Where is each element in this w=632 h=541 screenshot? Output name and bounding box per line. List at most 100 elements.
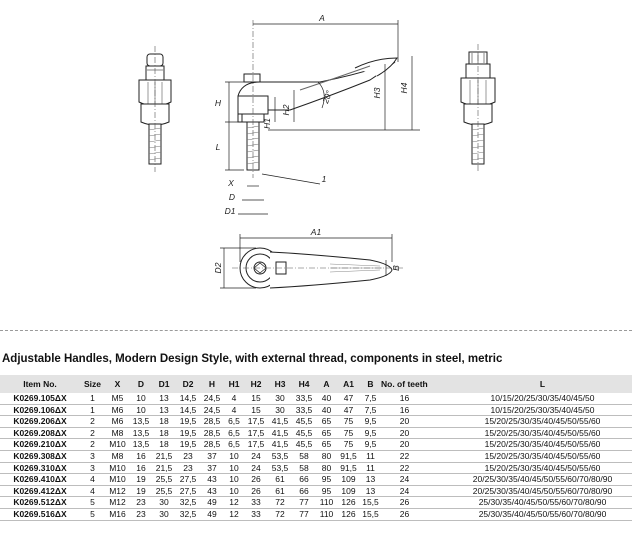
table-cell: 32,5	[179, 497, 197, 508]
table-cell: 6,5	[228, 427, 240, 438]
table-cell: 16	[399, 393, 410, 403]
top-view-dimensions	[220, 234, 393, 289]
table-cell: 18	[159, 427, 169, 438]
table-cell: 80	[321, 450, 332, 461]
table-cell: 43	[207, 474, 217, 485]
table-cell: 10	[229, 450, 239, 461]
table-cell: 6,5	[228, 439, 240, 450]
table-cell: 23	[183, 462, 193, 473]
table-cell: 18	[159, 439, 169, 450]
table-cell: 77	[299, 508, 309, 519]
table-cell: 25,5	[155, 474, 173, 485]
table-cell: 12	[229, 508, 239, 519]
table-cell: 95	[321, 485, 332, 496]
table-cell: 22	[399, 450, 410, 461]
table-cell: M6	[111, 416, 124, 427]
table-cell: 13	[159, 393, 169, 403]
table-cell: 25,5	[155, 485, 173, 496]
column-header: D1	[152, 375, 176, 393]
table-cell: 28,5	[203, 439, 221, 450]
table-cell: 126	[341, 497, 356, 508]
table-cell: M6	[111, 404, 124, 415]
table-cell: 10/15/20/25/30/35/40/45/50	[490, 393, 595, 403]
table-cell: M8	[111, 427, 124, 438]
table-cell: M5	[111, 393, 124, 403]
table-cell: 53,5	[271, 450, 289, 461]
table-cell: M10	[109, 462, 126, 473]
table-cell: 26	[399, 497, 410, 508]
table-cell: 91,5	[340, 462, 357, 473]
table-cell: 15,5	[362, 508, 379, 519]
section-divider	[0, 330, 632, 331]
table-cell: 49	[207, 508, 217, 519]
table-cell: 24	[251, 450, 261, 461]
table-cell: 15	[251, 393, 261, 403]
table-cell: 110	[319, 508, 334, 519]
table-cell: 21,5	[155, 462, 173, 473]
table-cell: 33	[251, 497, 261, 508]
table-cell: 28,5	[203, 427, 221, 438]
table-cell: 17,5	[247, 439, 265, 450]
dim-label-h3: H3	[372, 87, 382, 98]
table-cell: 14,5	[179, 404, 197, 415]
table-cell: 30	[159, 497, 169, 508]
table-cell: 75	[343, 427, 354, 438]
table-cell: 20	[399, 427, 410, 438]
table-cell: 1	[90, 404, 95, 415]
dim-label-h2: H2	[281, 104, 291, 115]
table-cell: 40	[321, 404, 332, 415]
table-cell: 61	[275, 485, 285, 496]
table-cell: 22	[399, 462, 410, 473]
dim-label-h1: H1	[262, 118, 272, 129]
table-cell: 20/25/30/35/40/45/50/55/60/70/80/90	[472, 485, 613, 496]
table-cell: 10	[229, 474, 239, 485]
table-cell: 65	[321, 439, 332, 450]
table-cell: 9,5	[364, 427, 377, 438]
right-side-view	[460, 44, 496, 172]
column-header: H3	[268, 375, 292, 393]
table-cell: 37	[207, 462, 217, 473]
dim-label-x: X	[227, 178, 234, 188]
column-header: A1	[337, 375, 360, 393]
table-cell: M10	[109, 474, 126, 485]
table-cell: 13,5	[132, 427, 150, 438]
table-cell: 72	[275, 508, 285, 519]
table-cell: 75	[343, 439, 354, 450]
dim-label-a1: A1	[310, 227, 322, 237]
column-header: D	[130, 375, 152, 393]
table-cell: 58	[299, 450, 309, 461]
top-view	[232, 247, 404, 289]
table-cell: M10	[109, 439, 126, 450]
table-cell: 13	[159, 404, 169, 415]
table-cell: 4	[90, 474, 95, 485]
top-view-labels: A1 D2 B	[213, 227, 401, 273]
table-cell: 10	[229, 485, 239, 496]
table-cell: 126	[341, 508, 356, 519]
table-cell: 15/20/25/30/35/40/45/50/55/60	[484, 450, 601, 461]
column-header: L	[428, 375, 632, 393]
table-cell: 19,5	[179, 427, 197, 438]
table-cell: 41,5	[271, 427, 289, 438]
table-cell: 3	[90, 462, 95, 473]
table-cell: 47	[343, 404, 354, 415]
technical-drawing: A H H1 H2 H3 H4 L X D D1 20° 1	[138, 13, 496, 289]
table-cell: 17,5	[247, 427, 265, 438]
table-cell: 5	[90, 508, 95, 519]
column-header: A	[316, 375, 337, 393]
table-cell: 7,5	[364, 393, 377, 403]
item-number-cell: K0269.208ΔX	[13, 427, 67, 438]
table-cell: 4	[90, 485, 95, 496]
table-cell: 2	[90, 416, 95, 427]
table-cell: 24	[399, 474, 410, 485]
front-view-dimensions	[225, 20, 420, 215]
table-cell: 13	[365, 474, 376, 485]
item-number-cell: K0269.516ΔX	[13, 508, 67, 519]
table-cell: 4	[231, 393, 237, 403]
